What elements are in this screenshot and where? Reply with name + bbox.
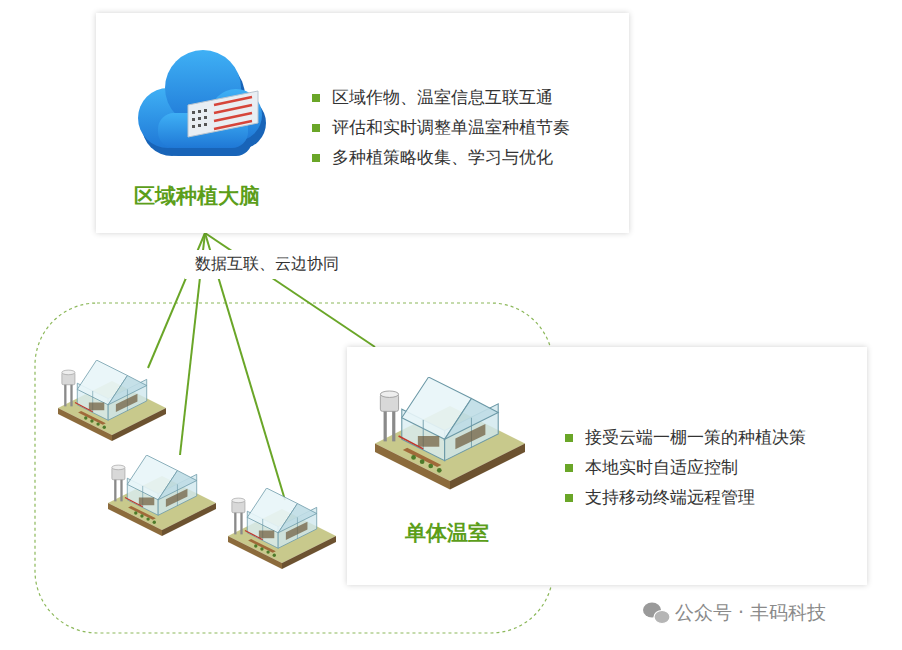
node-title: 单体温室: [405, 519, 489, 547]
bullet-item: 评估和实时调整单温室种植节奏: [310, 116, 570, 139]
greenhouse-illustration: [375, 377, 525, 495]
bullet-item: 支持移动终端远程管理: [563, 486, 755, 509]
cloud-brain-box: 区域种植大脑 区域作物、温室信息互联互通评估和实时调整单温室种植节奏多种植策略收集…: [96, 13, 629, 233]
edge-label: 数据互联、云边协同: [185, 250, 349, 279]
cloud-server-icon: [128, 43, 268, 168]
watermark: 公众号 · 丰码科技: [675, 600, 826, 626]
bullet-item: 本地实时自适应控制: [563, 456, 738, 479]
bullet-item: 接受云端一棚一策的种植决策: [563, 426, 806, 449]
bullet-item: 区域作物、温室信息互联互通: [310, 86, 553, 109]
greenhouse-box: 单体温室 接受云端一棚一策的种植决策本地实时自适应控制支持移动终端远程管理: [347, 347, 867, 585]
wechat-icon: [643, 603, 670, 624]
bullet-item: 多种植策略收集、学习与优化: [310, 146, 553, 169]
node-title: 区域种植大脑: [134, 182, 260, 210]
